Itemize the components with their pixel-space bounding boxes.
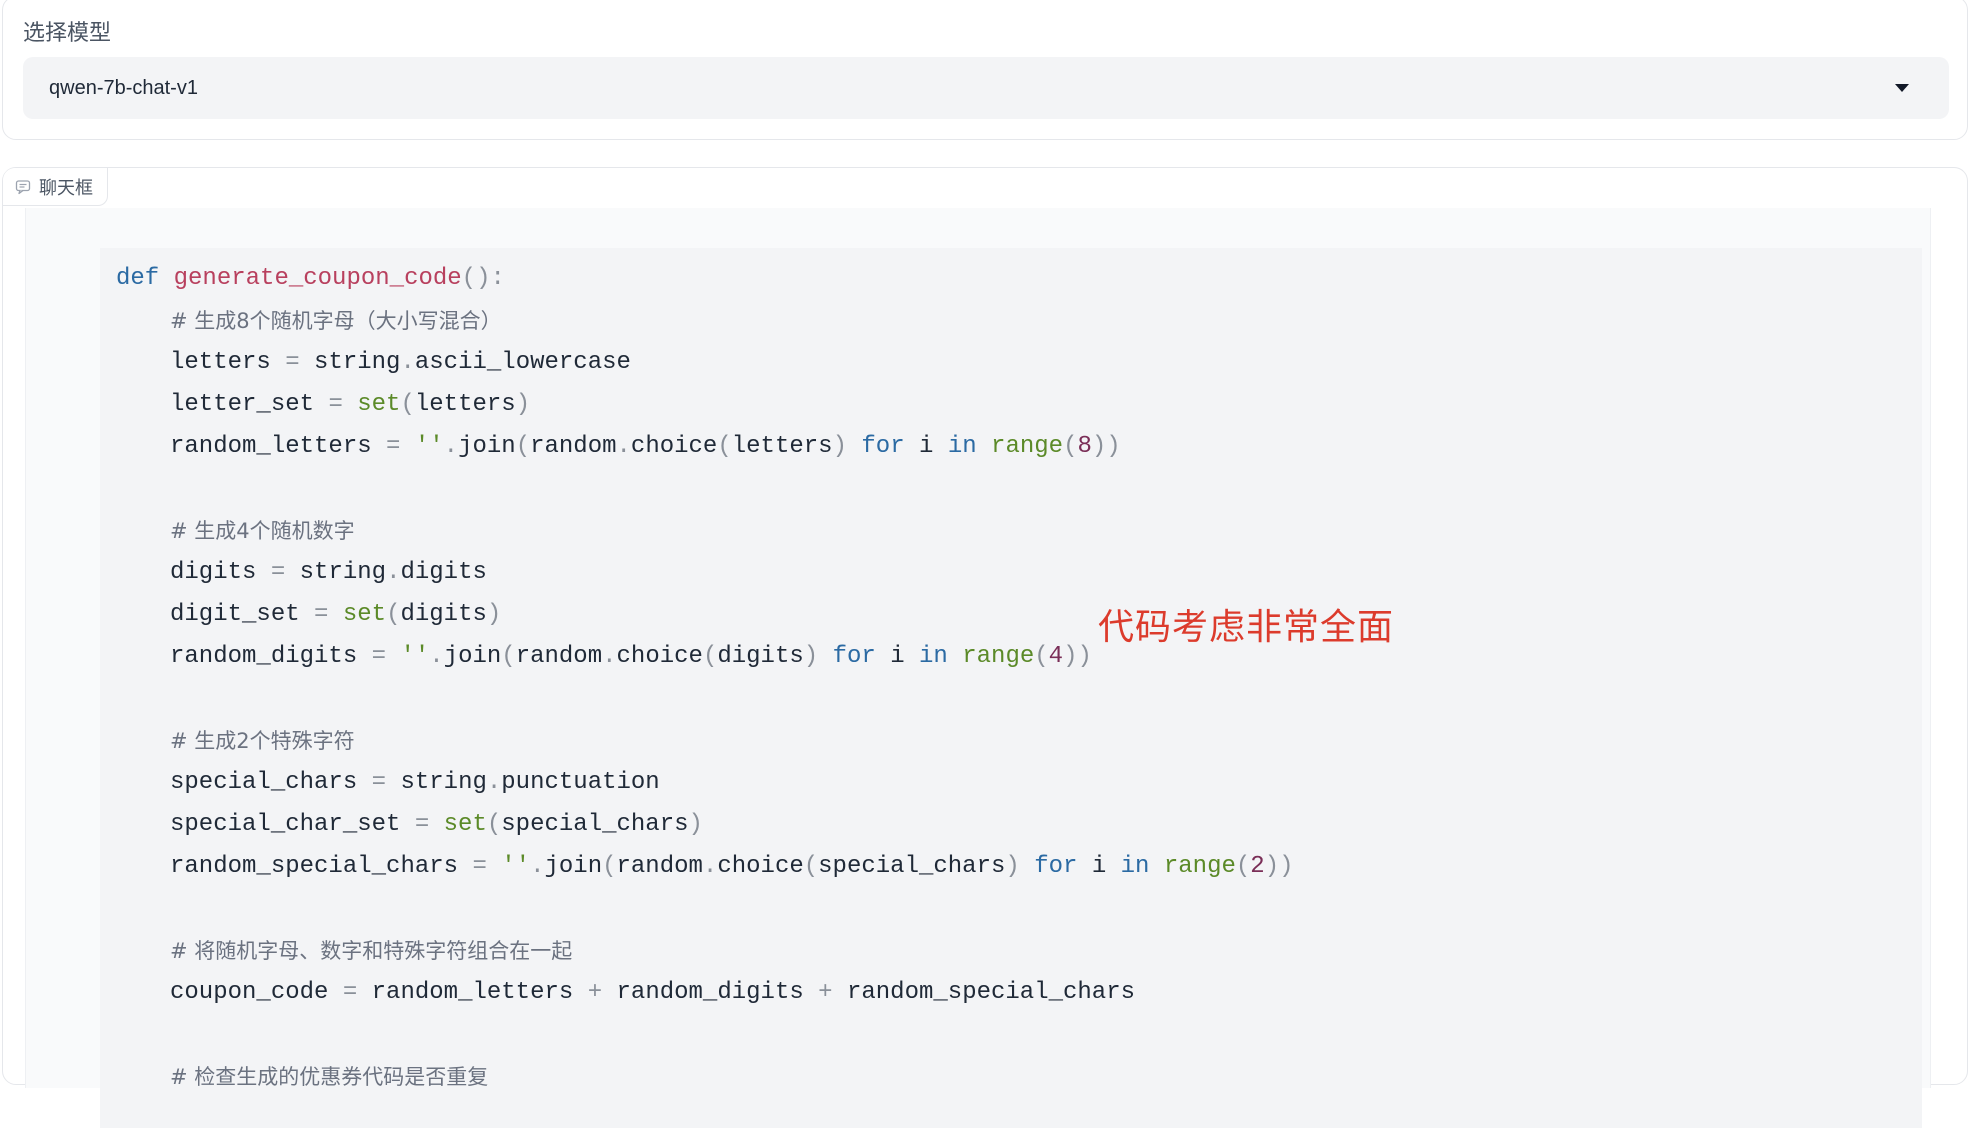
code-line: def generate_coupon_code():: [116, 265, 505, 292]
chat-panel-tab: 聊天框: [3, 168, 108, 206]
code-line: special_char_set = set(special_chars): [170, 811, 703, 838]
code-comment: # 生成8个随机字母（大小写混合）: [170, 309, 502, 333]
code-comment: # 将随机字母、数字和特殊字符组合在一起: [170, 939, 573, 963]
code-line: letters = string.ascii_lowercase: [170, 349, 631, 376]
code-line: digits = string.digits: [170, 559, 487, 586]
chevron-down-icon: [1895, 84, 1909, 92]
code-block[interactable]: def generate_coupon_code(): # 生成8个随机字母（大…: [100, 248, 1922, 1128]
code-comment: # 生成2个特殊字符: [170, 729, 355, 753]
model-selector-panel: 选择模型 qwen-7b-chat-v1: [2, 0, 1968, 140]
code-line: special_chars = string.punctuation: [170, 769, 660, 796]
model-dropdown[interactable]: qwen-7b-chat-v1: [23, 57, 1949, 119]
chat-message-area[interactable]: def generate_coupon_code(): # 生成8个随机字母（大…: [25, 208, 1931, 1128]
code-line: coupon_code = random_letters + random_di…: [170, 979, 1136, 1006]
chat-bubble-icon: [15, 179, 31, 195]
chat-panel-title: 聊天框: [39, 177, 93, 198]
code-comment: # 检查生成的优惠券代码是否重复: [170, 1065, 489, 1089]
code-line: random_digits = ''.join(random.choice(di…: [170, 643, 1092, 670]
chat-panel: 聊天框 def generate_coupon_code(): # 生成8个随机…: [2, 167, 1968, 1128]
code-line: random_special_chars = ''.join(random.ch…: [170, 853, 1294, 880]
code-line: letter_set = set(letters): [170, 391, 531, 418]
model-selector-label: 选择模型: [23, 20, 112, 45]
annotation-text: 代码考虑非常全面: [1098, 607, 1395, 648]
code-comment: # 生成4个随机数字: [170, 519, 355, 543]
code-line: digit_set = set(digits): [170, 601, 502, 628]
code-line: random_letters = ''.join(random.choice(l…: [170, 433, 1121, 460]
model-dropdown-value: qwen-7b-chat-v1: [49, 77, 198, 99]
